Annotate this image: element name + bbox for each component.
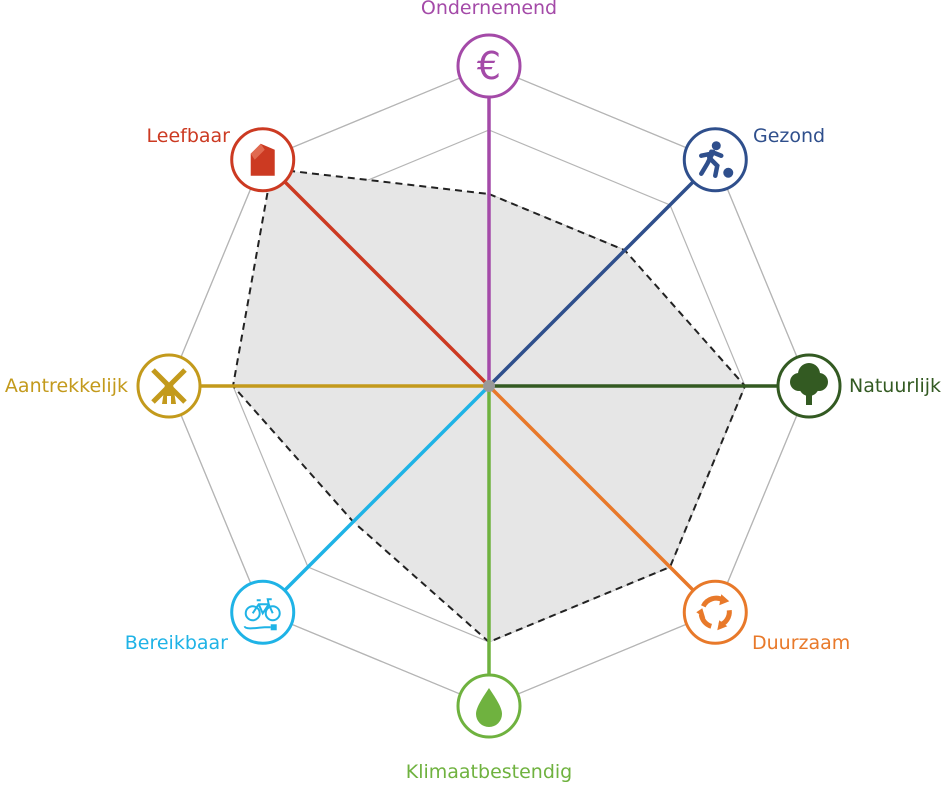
axis-label-leefbaar: Leefbaar	[147, 125, 231, 147]
football-player-icon	[699, 141, 734, 178]
spoke-duurzaam	[487, 384, 695, 592]
axis-label-bereikbaar: Bereikbaar	[125, 632, 228, 654]
badge-aantrekkelijk	[136, 353, 202, 419]
spoke-leefbaar	[283, 180, 491, 388]
axis-badges: €	[136, 33, 842, 739]
badge-natuurlijk	[776, 353, 842, 419]
radar-spokes	[200, 97, 778, 675]
axis-label-ondernemend: Ondernemend	[421, 0, 557, 19]
badge-leefbaar	[230, 127, 296, 193]
badge-ondernemend: €	[456, 33, 522, 99]
recycle-icon	[696, 594, 732, 631]
axis-label-natuurlijk: Natuurlijk	[849, 375, 941, 397]
badge-ring	[682, 579, 748, 645]
axis-label-gezond: Gezond	[753, 125, 825, 147]
badge-bereikbaar	[230, 579, 296, 645]
axis-label-aantrekkelijk: Aantrekkelijk	[5, 375, 128, 397]
house-icon	[250, 143, 275, 176]
svg-text:€: €	[477, 44, 501, 88]
radar-center-hub	[483, 380, 495, 392]
badge-klimaatbestendig	[456, 673, 522, 739]
badge-ring	[682, 127, 748, 193]
e-bike-icon	[243, 598, 281, 631]
water-drop-icon	[476, 688, 502, 727]
spoke-bereikbaar	[283, 384, 491, 592]
badge-duurzaam	[682, 579, 748, 645]
axis-label-klimaatbestendig: Klimaatbestendig	[406, 761, 573, 783]
badge-ring	[456, 33, 522, 99]
spoke-gezond	[487, 180, 695, 388]
euro-icon: €	[477, 44, 501, 88]
badge-gezond	[682, 127, 748, 193]
axis-label-duurzaam: Duurzaam	[752, 632, 850, 654]
tree-icon	[790, 363, 828, 405]
windmill-icon	[151, 368, 187, 404]
